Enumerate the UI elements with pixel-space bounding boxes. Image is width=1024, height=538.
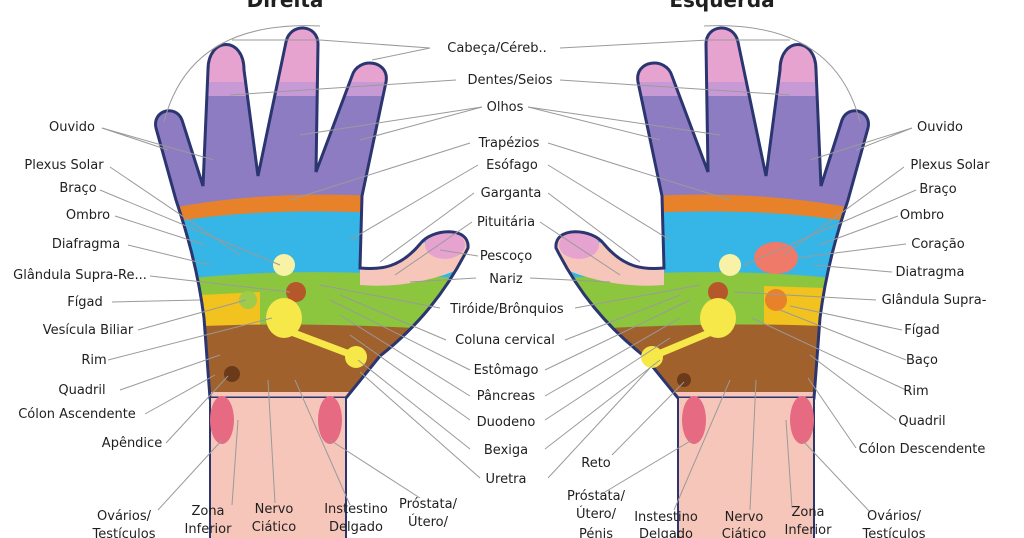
label-right-braco: Braço	[59, 181, 96, 196]
label-right-ombro: Ombro	[66, 208, 110, 223]
label-left-intestino-1: Instestino	[634, 510, 698, 525]
left-ovary-spot	[790, 396, 814, 444]
label-pancreas: Pâncreas	[477, 389, 536, 404]
label-left-plexus: Plexus Solar	[910, 158, 990, 173]
center-labels: Cabeça/Céreb.. Dentes/Seios Olhos Trapéz…	[447, 41, 611, 487]
label-uretra: Uretra	[486, 472, 527, 487]
label-right-figado: Fígad	[67, 295, 103, 310]
label-right-zona-1: Zona	[191, 504, 224, 519]
label-right-rim: Rim	[81, 353, 106, 368]
left-prostate-spot	[682, 396, 706, 444]
right-hand-outline	[154, 26, 470, 400]
label-right-ovarios-2: Testículos	[92, 527, 156, 538]
label-reto: Reto	[581, 456, 611, 471]
label-garganta: Garganta	[481, 186, 542, 201]
label-right-zona-2: Inferior	[185, 522, 233, 537]
label-left-prostata-2: Útero/	[576, 506, 617, 522]
label-tiroide: Tiróide/Brônquios	[449, 302, 564, 317]
left-solar-plexus-spot	[719, 254, 741, 276]
label-right-plexus: Plexus Solar	[24, 158, 104, 173]
label-right-glandula: Glândula Supra-Re...	[13, 268, 147, 283]
label-right-apendice: Apêndice	[102, 436, 162, 451]
label-right-nervo-2: Ciático	[252, 520, 297, 535]
left-rectum-spot	[677, 373, 691, 387]
label-left-zona-2: Inferior	[785, 523, 833, 538]
label-left-colon: Cólon Descendente	[859, 442, 986, 457]
label-nariz: Nariz	[489, 272, 523, 287]
label-dentes: Dentes/Seios	[467, 73, 552, 88]
label-left-prostata-3: Pénis	[579, 527, 613, 538]
label-right-prostata-1: Próstata/	[399, 497, 458, 512]
label-coluna: Coluna cervical	[455, 333, 555, 348]
left-kidney-spot	[700, 298, 736, 338]
label-left-ovarios-1: Ovários/	[867, 509, 922, 524]
label-duodeno: Duodeno	[477, 415, 536, 430]
right-solar-plexus-spot	[273, 254, 295, 276]
label-right-intestino-1: Instestino	[324, 502, 388, 517]
label-right-colon: Cólon Ascendente	[18, 407, 136, 422]
label-right-ouvido: Ouvido	[49, 120, 95, 135]
label-left-zona-1: Zona	[791, 505, 824, 520]
label-left-rim: Rim	[903, 384, 928, 399]
label-left-ouvido: Ouvido	[917, 120, 963, 135]
bottom-right-labels: Ovários/ Testículos Zona Inferior Nervo …	[92, 497, 458, 538]
label-left-nervo-2: Ciático	[722, 527, 767, 538]
label-left-glandula: Glândula Supra-	[882, 293, 987, 308]
label-bexiga: Bexiga	[484, 443, 528, 458]
bottom-left-labels: Próstata/ Útero/ Pénis Instestino Delgad…	[567, 489, 926, 538]
heading-left: Esquerda	[669, 0, 774, 12]
label-right-vesicula: Vesícula Biliar	[43, 323, 134, 338]
right-gallbladder-spot	[239, 291, 257, 309]
right-hand	[154, 26, 470, 538]
label-left-quadril: Quadril	[898, 414, 945, 429]
label-left-prostata-1: Próstata/	[567, 489, 626, 504]
label-left-coracao: Coração	[911, 237, 964, 252]
label-esofago: Esófago	[486, 158, 538, 173]
right-adrenal-spot	[286, 282, 306, 302]
right-hand-labels: Ouvido Plexus Solar Braço Ombro Diafragm…	[13, 120, 162, 451]
heading-right: Direita	[247, 0, 324, 12]
right-ovary-spot	[210, 396, 234, 444]
label-right-diafragma: Diafragma	[52, 237, 120, 252]
label-left-nervo-1: Nervo	[725, 510, 764, 525]
label-left-figado: Fígad	[904, 323, 940, 338]
label-trapezios: Trapézios	[478, 136, 540, 151]
label-left-intestino-2: Delgado	[639, 527, 693, 538]
label-estomago: Estômago	[474, 363, 539, 378]
left-spleen-spot	[765, 289, 787, 311]
label-cabeca: Cabeça/Céreb..	[447, 41, 546, 56]
label-right-ovarios-1: Ovários/	[97, 509, 152, 524]
left-hand-outline	[554, 26, 870, 400]
right-appendix-spot	[224, 366, 240, 382]
left-adrenal-spot	[708, 282, 728, 302]
label-right-intestino-2: Delgado	[329, 520, 383, 535]
label-left-diafragma: Diatragma	[896, 265, 965, 280]
label-right-prostata-2: Útero/	[408, 514, 449, 530]
label-pituitaria: Pituitária	[477, 215, 535, 230]
label-left-baco: Baço	[906, 353, 938, 368]
label-right-nervo-1: Nervo	[255, 502, 294, 517]
left-wrist-zone	[555, 392, 869, 399]
right-wrist-zone	[155, 392, 469, 399]
label-olhos: Olhos	[487, 100, 524, 115]
label-right-quadril: Quadril	[58, 383, 105, 398]
leader-lines	[99, 25, 917, 513]
right-kidney-spot	[266, 298, 302, 338]
label-left-ovarios-2: Testículos	[862, 527, 926, 538]
label-pescoco: Pescoço	[480, 249, 532, 264]
left-hand-labels: Ouvido Plexus Solar Braço Ombro Coração …	[859, 120, 991, 457]
label-left-ombro: Ombro	[900, 208, 944, 223]
label-left-braco: Braço	[919, 182, 956, 197]
right-prostate-spot	[318, 396, 342, 444]
left-heart-spot	[754, 242, 798, 274]
